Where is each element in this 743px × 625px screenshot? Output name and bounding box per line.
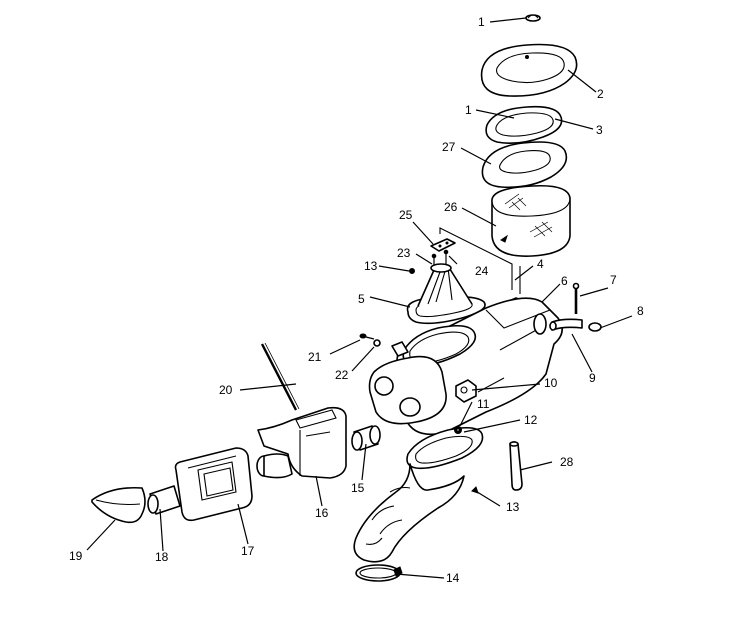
part-26-filter-element: [491, 184, 571, 257]
callout-16: 16: [315, 506, 329, 520]
callout-25: 25: [399, 208, 413, 222]
part-3-gasket: [485, 105, 563, 144]
part-25-plate: [430, 238, 456, 252]
callout-11: 11: [477, 397, 490, 411]
callout-8: 8: [637, 304, 644, 318]
part-20-strap: [260, 342, 300, 411]
part-6-airbox-housing: [368, 297, 563, 436]
callout-13-top: 13: [364, 259, 378, 273]
callout-22: 22: [335, 368, 349, 382]
part-17-adapter: [174, 447, 253, 522]
part-19-end-cap: [91, 486, 146, 524]
callout-2: 2: [597, 87, 604, 101]
callout-4: 4: [537, 257, 544, 271]
part-18-sleeve: [147, 485, 181, 515]
part-12-intake-tube: [353, 463, 465, 563]
callout-5: 5: [358, 292, 365, 306]
part-16-intake-duct: [256, 406, 347, 479]
part-27-prefilter: [481, 141, 568, 189]
part-8-plug: [588, 322, 602, 332]
callout-6: 6: [561, 274, 568, 288]
callout-1-top: 1: [478, 15, 485, 29]
part-13-screw-top: [409, 268, 415, 274]
callout-10: 10: [544, 376, 558, 390]
part-22-washer: [373, 339, 381, 347]
callout-28: 28: [560, 455, 574, 469]
callout-27: 27: [442, 140, 456, 154]
part-28-hose: [509, 441, 523, 491]
callout-24: 24: [475, 264, 489, 278]
callout-9: 9: [589, 371, 596, 385]
callout-13-bottom: 13: [506, 500, 520, 514]
callout-26: 26: [444, 200, 458, 214]
part-11-boot-gasket: [406, 426, 484, 470]
part-1-clip-top: [525, 14, 541, 22]
callout-18: 18: [155, 550, 169, 564]
callout-7: 7: [610, 273, 617, 287]
callout-15: 15: [351, 481, 365, 495]
callout-12: 12: [524, 413, 538, 427]
part-9-hose: [549, 318, 583, 331]
part-2-cover: [480, 43, 578, 97]
callout-3: 3: [596, 123, 603, 137]
part-15-bushing: [351, 425, 381, 451]
callout-17: 17: [241, 544, 255, 558]
part-23-24-bolts: [431, 249, 449, 268]
assembly-guide-line-a: [439, 227, 513, 290]
leader-lines: [86, 17, 633, 579]
callout-23: 23: [397, 246, 411, 260]
part-5-bracket: [406, 263, 486, 325]
part-7-bolt: [572, 282, 580, 314]
callout-20: 20: [219, 383, 233, 397]
part-21-screw: [359, 333, 375, 340]
callout-14: 14: [446, 571, 460, 585]
callout-labels: 1 2 1 3 27 26 25 23 24 13 4 6 7 5 8 9 21…: [69, 15, 644, 585]
part-14-clamp: [355, 564, 403, 582]
callout-19: 19: [69, 549, 83, 563]
callout-1-mid: 1: [465, 103, 472, 117]
callout-21: 21: [308, 350, 322, 364]
